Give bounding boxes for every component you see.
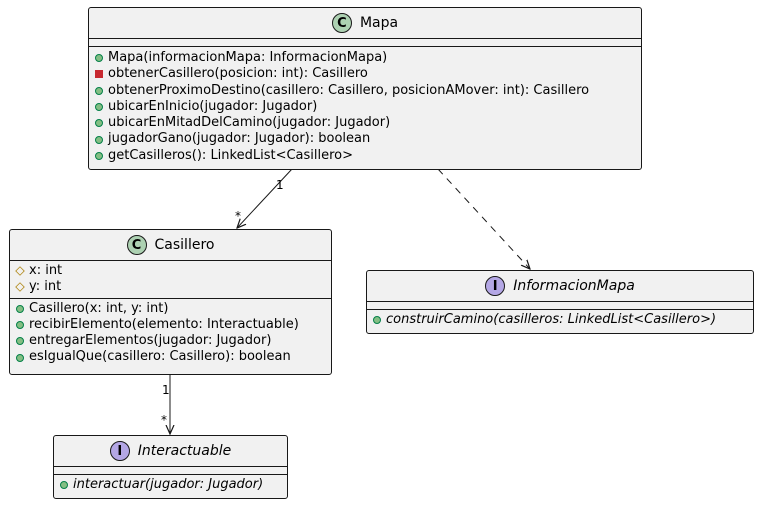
interface-informacionmapa-methods: construirCamino(casilleros: LinkedList<C…: [367, 310, 753, 330]
interface-badge-icon: I: [109, 441, 130, 461]
class-casillero-name: Casillero: [154, 237, 215, 253]
public-visibility-icon: [373, 316, 381, 325]
class-mapa-attributes: [89, 39, 641, 47]
method-row: recibirElemento(elemento: Interactuable): [16, 317, 325, 333]
class-badge-icon: C: [126, 235, 147, 255]
method-row: Casillero(x: int, y: int): [16, 301, 325, 317]
class-mapa-name: Mapa: [359, 15, 399, 31]
public-visibility-icon: [16, 304, 24, 313]
interface-informacionmapa[interactable]: I InformacionMapa construirCamino(casill…: [366, 270, 754, 334]
public-visibility-icon: [95, 119, 103, 128]
method-row: esIgualQue(casillero: Casillero): boolea…: [16, 349, 325, 365]
mult-mapa-casillero-to: *: [235, 209, 241, 223]
interface-interactuable-header: I Interactuable: [54, 436, 287, 467]
public-visibility-icon: [60, 481, 68, 490]
method-row: obtenerProximoDestino(casillero: Casille…: [95, 83, 635, 99]
mult-casillero-interactuable-from: 1: [162, 383, 170, 397]
class-casillero-attributes: x: int y: int: [10, 261, 331, 299]
mult-mapa-casillero-from: 1: [276, 178, 284, 192]
public-visibility-icon: [95, 151, 103, 160]
protected-visibility-icon: [15, 282, 25, 293]
method-row: getCasilleros(): LinkedList<Casillero>: [95, 148, 635, 164]
method-row: ubicarEnInicio(jugador: Jugador): [95, 99, 635, 115]
interface-interactuable-attributes: [54, 467, 287, 475]
method-row: jugadorGano(jugador: Jugador): boolean: [95, 131, 635, 147]
attribute-row: y: int: [15, 279, 325, 295]
public-visibility-icon: [95, 103, 103, 112]
attribute-row: x: int: [15, 263, 325, 279]
method-row: interactuar(jugador: Jugador): [60, 477, 281, 493]
public-visibility-icon: [95, 135, 103, 144]
mult-casillero-interactuable-to: *: [161, 413, 167, 427]
class-badge-icon: C: [331, 13, 352, 33]
method-row: construirCamino(casilleros: LinkedList<C…: [373, 312, 747, 328]
interface-informacionmapa-header: I InformacionMapa: [367, 271, 753, 302]
interface-interactuable-name: Interactuable: [137, 443, 232, 459]
public-visibility-icon: [16, 353, 24, 362]
public-visibility-icon: [16, 321, 24, 330]
public-visibility-icon: [95, 86, 103, 95]
class-casillero-header: C Casillero: [10, 230, 331, 261]
interface-informacionmapa-name: InformacionMapa: [513, 278, 635, 294]
method-row: obtenerCasillero(posicion: int): Casille…: [95, 66, 635, 82]
interface-badge-icon: I: [485, 276, 506, 296]
class-mapa[interactable]: C Mapa Mapa(informacionMapa: Informacion…: [88, 7, 642, 170]
public-visibility-icon: [95, 54, 103, 63]
class-casillero-methods: Casillero(x: int, y: int) recibirElement…: [10, 299, 331, 368]
method-row: Mapa(informacionMapa: InformacionMapa): [95, 50, 635, 66]
protected-visibility-icon: [15, 266, 25, 276]
class-mapa-header: C Mapa: [89, 8, 641, 39]
interface-informacionmapa-attributes: [367, 302, 753, 310]
public-visibility-icon: [16, 337, 24, 346]
dependency-mapa-informacionmapa: [437, 168, 530, 269]
method-row: entregarElementos(jugador: Jugador): [16, 333, 325, 349]
class-mapa-methods: Mapa(informacionMapa: InformacionMapa) o…: [89, 47, 641, 166]
association-mapa-casillero: [237, 168, 293, 228]
private-visibility-icon: [95, 70, 103, 79]
class-casillero[interactable]: C Casillero x: int y: int Casillero(x: i…: [9, 229, 332, 375]
interface-interactuable[interactable]: I Interactuable interactuar(jugador: Jug…: [53, 435, 288, 499]
method-row: ubicarEnMitadDelCamino(jugador: Jugador): [95, 115, 635, 131]
interface-interactuable-methods: interactuar(jugador: Jugador): [54, 475, 287, 495]
